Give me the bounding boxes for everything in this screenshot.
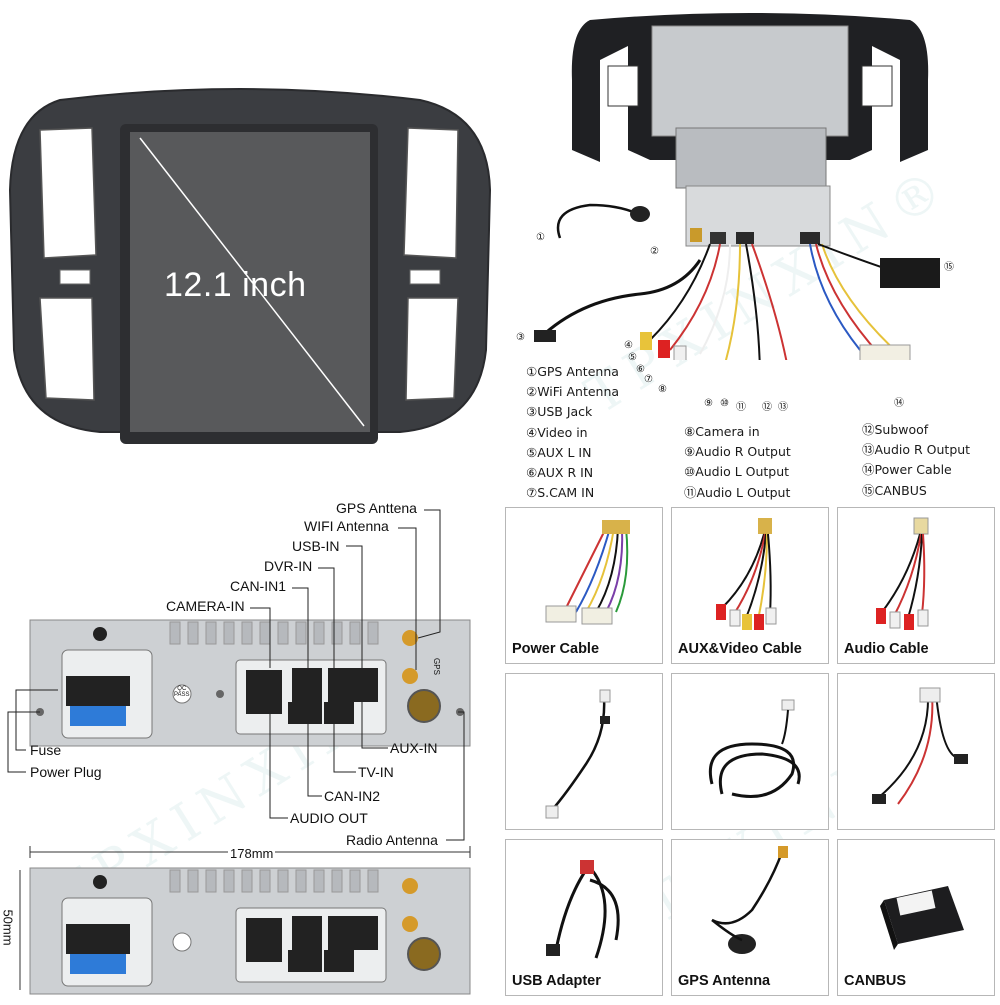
callout-3: ③ [516,332,525,343]
label-tv-in: TV-IN [358,764,394,780]
callout-10: ⑩ [720,398,729,409]
product-grid: Power Cable AUX&Video Cable [505,507,995,997]
label-usb-in: USB-IN [292,538,340,554]
back-panel-diagram: GPS Anttena WIFI Antenna USB-IN DVR-IN C… [0,500,500,1000]
stereo-front-view: 12.1 inch [0,80,500,460]
callout-2: ② [650,246,659,257]
callout-9: ⑨ [704,398,713,409]
screen-size-label: 12.1 inch [164,266,307,304]
wiring-diagram: ① ② ③ ④ ⑤ ⑥ ⑦ ⑧ ⑨ ⑩ ⑪ ⑫ ⑬ ⑭ ⑮ ①GPS Anten… [500,0,1000,500]
label-can-in1: CAN-IN1 [230,578,287,594]
product-caption: Power Cable [512,641,600,657]
height-dimension: 50mm [0,909,16,946]
label-fuse: Fuse [30,742,62,758]
product-usb-adapter: USB Adapter [505,839,663,996]
label-radio-antenna: Radio Antenna [346,832,438,848]
callout-13: ⑬ [778,402,788,413]
gps-port-label: GPS [431,658,441,675]
label-audio-out: AUDIO OUT [290,810,368,826]
label-dvr-in: DVR-IN [264,558,313,574]
callout-15: ⑮ [944,262,954,273]
product-canbus: CANBUS [837,839,995,996]
callout-5: ⑤ [628,352,637,363]
callout-11: ⑪ [736,402,746,413]
product-camera-cable [837,673,995,830]
label-aux-in: AUX-IN [390,740,438,756]
callout-1: ① [536,232,545,243]
label-gps-antenna: GPS Anttena [336,500,417,516]
product-power-cable: Power Cable [505,507,663,664]
product-gps-antenna: GPS Antenna [671,839,829,996]
callout-7: ⑦ [644,374,653,385]
product-wifi-cable [671,673,829,830]
label-camera-in: CAMERA-IN [166,598,245,614]
callout-8: ⑧ [658,384,667,395]
product-caption: AUX&Video Cable [678,641,802,657]
product-audio-cable: Audio Cable [837,507,995,664]
width-dimension: 178mm [228,846,276,861]
product-caption: GPS Antenna [678,973,771,989]
label-power-plug: Power Plug [30,764,102,780]
product-caption: USB Adapter [512,973,601,989]
callout-4: ④ [624,340,633,351]
product-usb-extension-cable [505,673,663,830]
product-caption: Audio Cable [844,641,929,657]
callout-14: ⑭ [894,398,904,409]
callout-12: ⑫ [762,402,772,413]
product-caption: CANBUS [844,973,907,989]
product-aux-video-cable: AUX&Video Cable [671,507,829,664]
label-wifi-antenna: WIFI Antenna [304,518,389,534]
callout-6: ⑥ [636,364,645,375]
label-can-in2: CAN-IN2 [324,788,381,804]
qc-pass-label: QC PASS [174,686,190,698]
